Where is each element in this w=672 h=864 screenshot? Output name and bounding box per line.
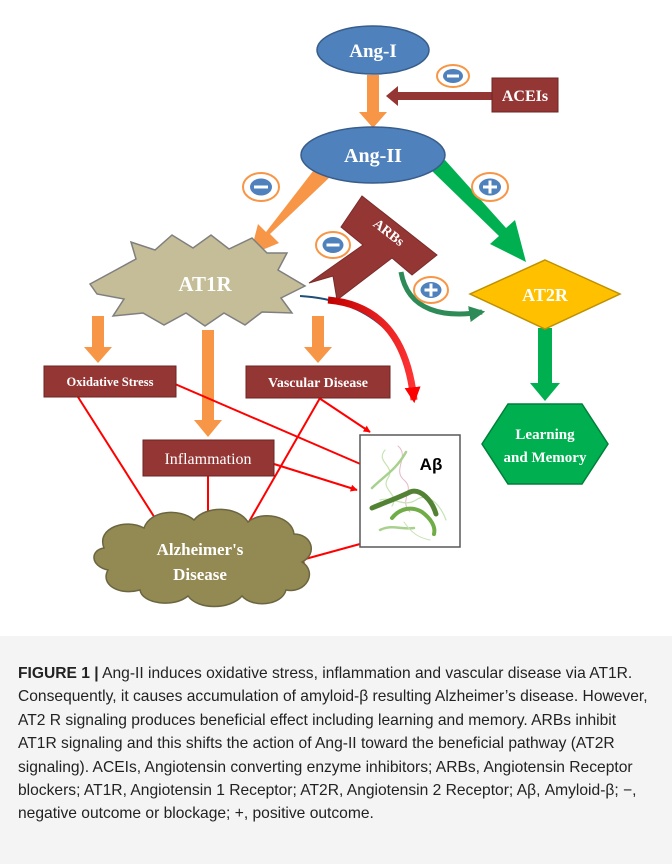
- node-ang1: Ang-I: [316, 25, 430, 75]
- plus-badge-at2r: [471, 172, 509, 202]
- node-alzheimers-line2: Disease: [173, 565, 227, 584]
- arrow-arb-to-at1r: [308, 195, 438, 301]
- arrow-at1r-to-vascular: [304, 316, 332, 363]
- arrow-vascular-to-alzheimers: [245, 397, 321, 528]
- node-ang2-label: Ang-II: [344, 145, 402, 167]
- caption-box: [0, 636, 672, 864]
- node-at2r-label: AT2R: [522, 285, 569, 305]
- node-at2r: AT2R: [468, 259, 622, 330]
- figure-caption: FIGURE 1 | Ang-II induces oxidative stre…: [18, 662, 658, 826]
- arrow-at1r-to-inflammation: [194, 330, 222, 437]
- arrow-oxidative-to-ab: [167, 380, 373, 470]
- minus-badge-at1r: [242, 172, 280, 202]
- arrow-vascular-to-ab: [318, 397, 371, 433]
- node-vascular: Vascular Disease: [245, 365, 391, 399]
- node-oxidative-label: Oxidative Stress: [67, 375, 154, 389]
- node-learning-line2: and Memory: [504, 450, 587, 466]
- caption-label: FIGURE 1 |: [18, 665, 99, 682]
- node-alzheimers: Alzheimer's Disease: [93, 508, 312, 608]
- node-inflammation: Inflammation: [142, 439, 275, 477]
- arrow-oxidative-to-alzheimers: [77, 396, 161, 527]
- node-acei: ACEIs: [491, 77, 559, 113]
- caption-text: Ang-II induces oxidative stress, inflamm…: [18, 665, 648, 823]
- node-inflammation-label: Inflammation: [164, 451, 251, 468]
- node-ab-label: Aβ: [420, 455, 443, 474]
- node-oxidative: Oxidative Stress: [43, 365, 177, 398]
- plus-badge-arb: [413, 276, 449, 304]
- arrow-arb-to-at2r: [398, 271, 486, 322]
- arrow-inflammation-to-ab: [273, 463, 358, 492]
- arrow-ang1-to-ang2: [359, 75, 387, 128]
- node-acei-label: ACEIs: [502, 88, 548, 105]
- arrow-ang2-to-at2r: [431, 160, 526, 262]
- arrow-at1r-to-oxidative: [84, 316, 112, 363]
- node-learning-memory: Learning and Memory: [481, 403, 609, 485]
- arrow-ang2-to-at1r: [250, 166, 331, 255]
- node-at1r: AT1R: [88, 234, 307, 327]
- node-ab: Aβ: [359, 434, 461, 548]
- node-at1r-label: AT1R: [178, 272, 232, 296]
- node-vascular-label: Vascular Disease: [268, 376, 368, 391]
- amyloid-protein-image: [369, 445, 447, 541]
- arrow-at1r-to-ab: [327, 296, 421, 404]
- pathway-diagram: Ang-I ACEIs Ang-II ARBs: [43, 25, 622, 608]
- minus-badge-acei: [436, 64, 470, 88]
- node-ang1-label: Ang-I: [349, 41, 397, 62]
- arrow-acei-inhibit: [386, 86, 492, 106]
- node-learning-line1: Learning: [515, 427, 575, 443]
- minus-badge-arb: [315, 231, 351, 259]
- arrow-at2r-to-learning: [530, 328, 560, 401]
- node-alzheimers-line1: Alzheimer's: [157, 540, 244, 559]
- node-ang2: Ang-II: [300, 126, 446, 184]
